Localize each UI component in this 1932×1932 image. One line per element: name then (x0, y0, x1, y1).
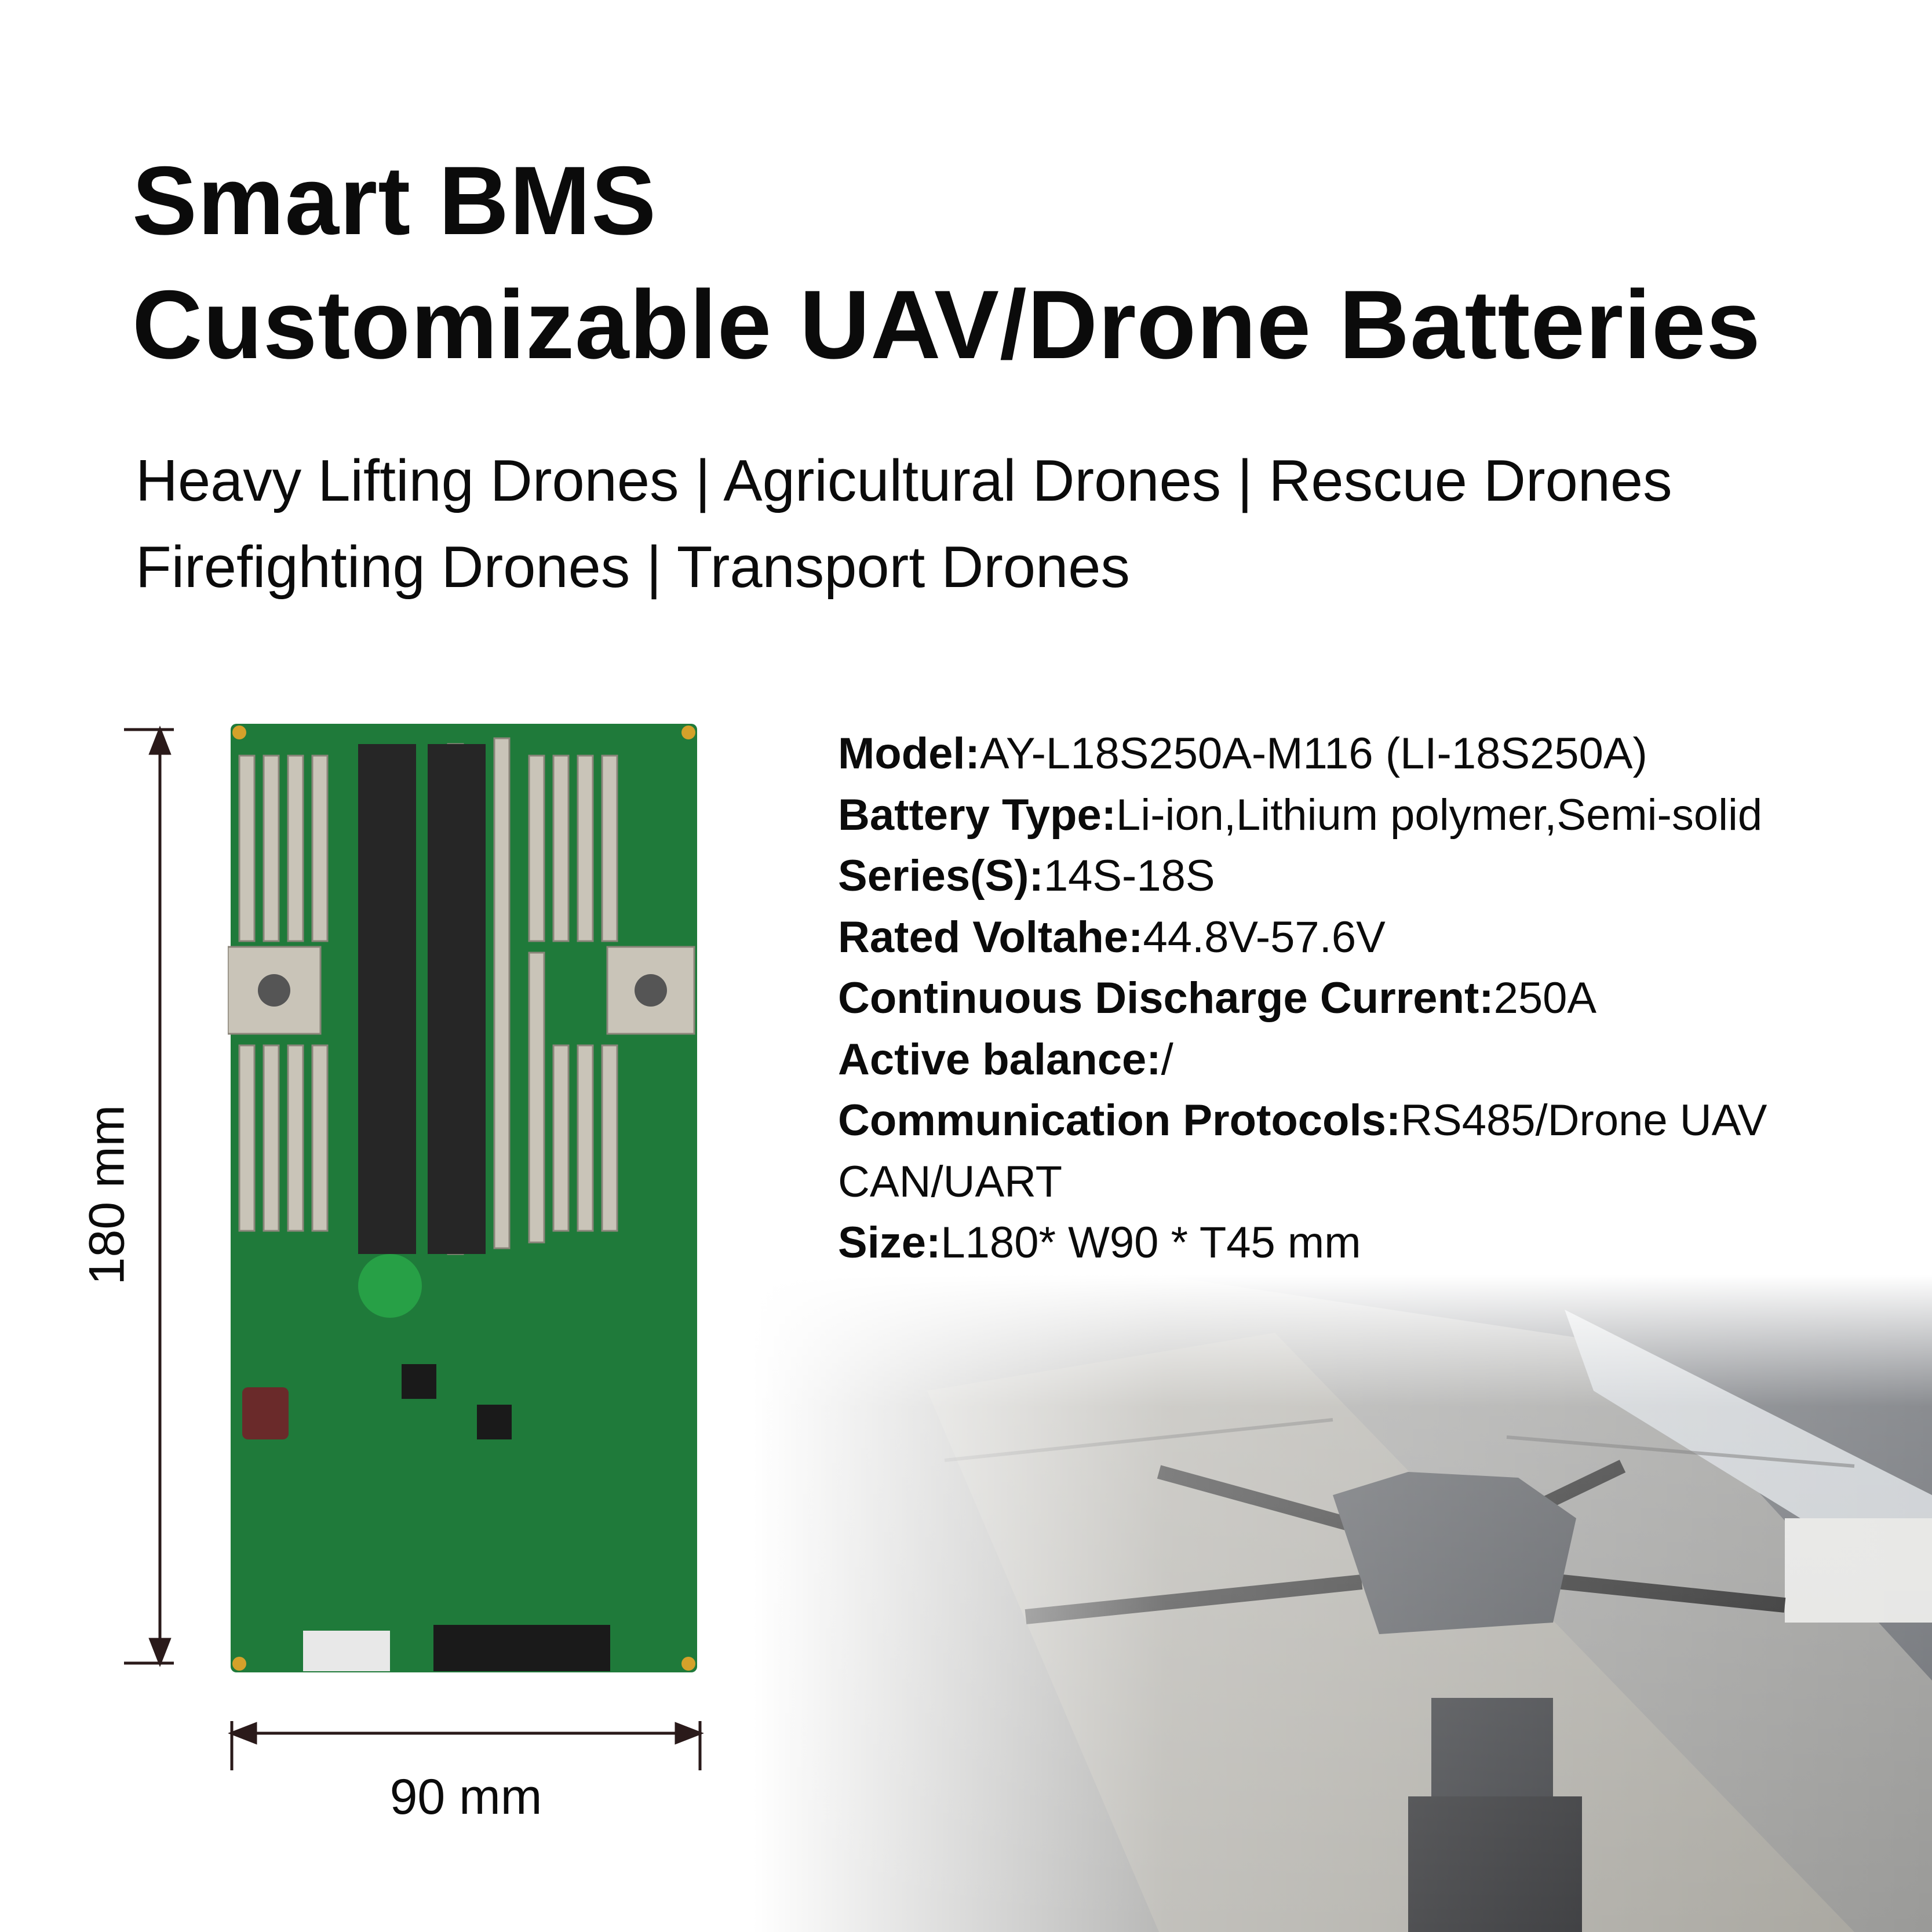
spec-active-balance: Active balance:/ (838, 1034, 1173, 1084)
spec-series: Series(S):14S-18S (838, 851, 1215, 901)
spec-communication-cont: CAN/UART (838, 1157, 1063, 1206)
bms-pcb-image (228, 724, 697, 1672)
arrow-left-icon (228, 1722, 257, 1745)
spec-model: Model:AY-L18S250A-M116 (LI-18S250A) (838, 729, 1647, 778)
page-subtitle: Customizable UAV/Drone Batteries (132, 270, 1761, 379)
spec-battery-type: Battery Type:Li-ion,Lithium polymer,Semi… (838, 790, 1763, 840)
spec-size: Size:L180* W90 * T45 mm (838, 1218, 1361, 1267)
spec-communication: Communication Protocols:RS485/Drone UAV (838, 1096, 1767, 1145)
arrow-down-icon (148, 1638, 172, 1667)
height-label: 180 mm (79, 1104, 135, 1285)
page-title: Smart BMS (132, 146, 657, 255)
width-label: 90 mm (389, 1769, 542, 1825)
applications-line-1: Heavy Lifting Drones | Agricultural Dron… (136, 449, 1672, 513)
arrow-up-icon (148, 726, 172, 755)
drone-photo (753, 1275, 1932, 1932)
spec-rated-voltage: Rated Voltahe:44.8V-57.6V (838, 912, 1386, 962)
applications-line-2: Firefighting Drones | Transport Drones (136, 535, 1130, 600)
arrow-right-icon (675, 1722, 704, 1745)
spec-list: Model:AY-L18S250A-M116 (LI-18S250A) Batt… (838, 723, 1767, 1274)
spec-discharge-current: Continuous Discharge Current:250A (838, 974, 1597, 1023)
